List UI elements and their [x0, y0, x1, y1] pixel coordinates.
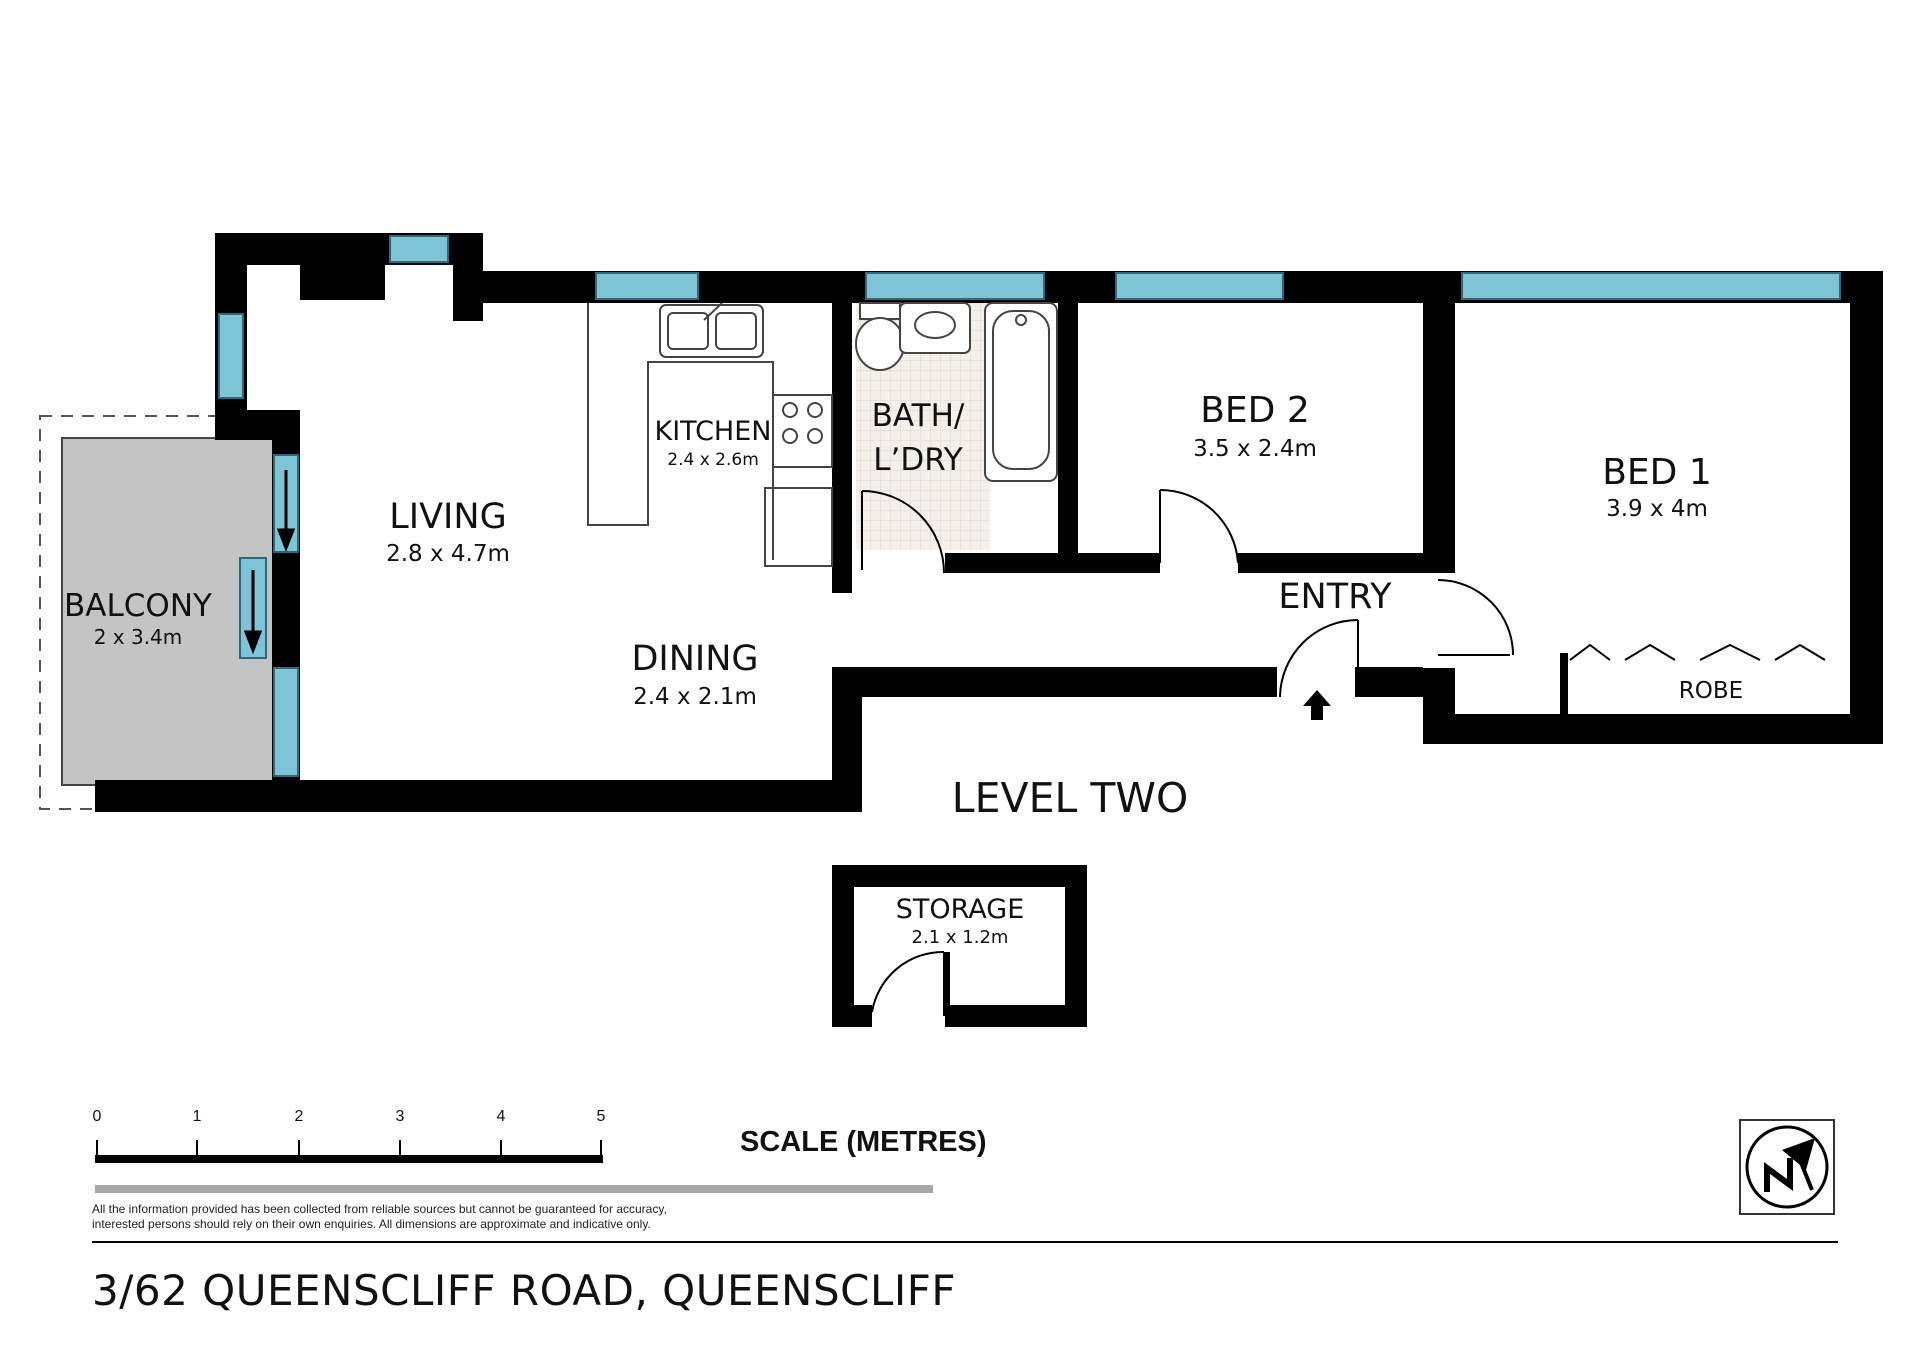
living-label: LIVING: [389, 497, 506, 537]
disclaimer-line-2: interested persons should rely on their …: [92, 1217, 651, 1231]
dining-label: DINING: [631, 639, 758, 679]
bath-fixtures: [855, 302, 1058, 482]
bath-label-line2: L’DRY: [873, 442, 963, 478]
level-label: LEVEL TWO: [952, 774, 1188, 822]
scale-tick-3: 3: [395, 1108, 405, 1125]
living-dims: 2.8 x 4.7m: [386, 541, 510, 567]
bed1-label: BED 1: [1602, 452, 1712, 493]
scale-tick-0: 0: [92, 1108, 102, 1125]
bath-label-line1: BATH/: [872, 398, 965, 434]
balcony-label: BALCONY: [64, 588, 212, 624]
scale-tick-4: 4: [496, 1108, 506, 1125]
scale-tick-5: 5: [596, 1108, 606, 1125]
balcony-area: [39, 415, 275, 810]
balcony-dims: 2 x 3.4m: [94, 625, 183, 649]
kitchen-dims: 2.4 x 2.6m: [667, 450, 759, 470]
scale-bar: [95, 1140, 933, 1193]
bed1-dims: 3.9 x 4m: [1606, 496, 1708, 522]
disclaimer: All the information provided has been co…: [92, 1202, 852, 1232]
scale-tick-1: 1: [192, 1108, 202, 1125]
disclaimer-line-1: All the information provided has been co…: [92, 1202, 667, 1216]
entry-arrow-icon: [1303, 690, 1331, 720]
scale-tick-2: 2: [294, 1108, 304, 1125]
bed2-dims: 3.5 x 2.4m: [1193, 436, 1317, 462]
kitchen-fixtures: [587, 302, 833, 567]
kitchen-label: KITCHEN: [655, 416, 772, 447]
storage-label: STORAGE: [896, 894, 1025, 925]
scale-title: SCALE (METRES): [740, 1126, 987, 1158]
storage-dims: 2.1 x 1.2m: [912, 927, 1009, 948]
doors: [861, 488, 1826, 1016]
north-arrow-icon: [1739, 1119, 1835, 1215]
property-address: 3/62 QUEENSCLIFF ROAD, QUEENSCLIFF: [92, 1266, 957, 1315]
entry-label: ENTRY: [1278, 577, 1392, 617]
sliding-door-arrows: [243, 470, 296, 655]
bed2-label: BED 2: [1200, 390, 1310, 431]
robe-label: ROBE: [1679, 678, 1743, 704]
dining-dims: 2.4 x 2.1m: [633, 684, 757, 710]
